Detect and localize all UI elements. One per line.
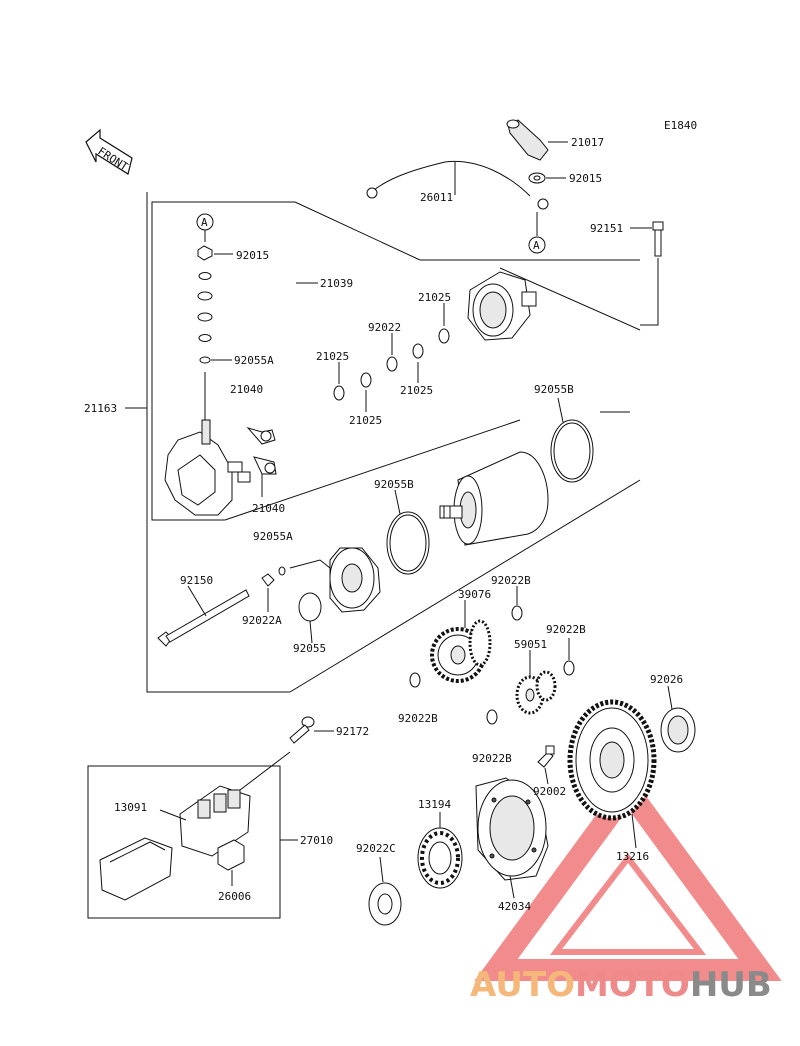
label-92002: 92002: [533, 785, 566, 798]
washers-21025: [333, 303, 450, 412]
label-92022b-d: 92022B: [472, 752, 512, 765]
one-way-clutch-42034: [475, 777, 549, 899]
label-21017: 21017: [571, 136, 604, 149]
oil-seal-92026: [660, 685, 696, 753]
washer-92022c: [368, 856, 402, 926]
terminal-cap-21017: [506, 119, 568, 161]
washer-stack-21039: [197, 245, 318, 364]
ref-marker-a-right: A: [528, 212, 546, 254]
label-21025-c: 21025: [400, 384, 433, 397]
label-92055a-b: 92055A: [253, 530, 293, 543]
starter-cable-26011: [366, 160, 549, 210]
starter-sprocket-13216: [567, 699, 657, 849]
washers-92022b: [409, 586, 575, 725]
label-92055b-a: 92055B: [534, 383, 574, 396]
clutch-bearing-13194: [417, 812, 463, 889]
label-92022c: 92022C: [356, 842, 396, 855]
label-92015-top: 92015: [569, 172, 602, 185]
label-26011: 26011: [420, 191, 453, 204]
o-ring-92055b-lower: [386, 489, 430, 575]
reduction-gear-59051: [515, 650, 557, 715]
nut-92015-top: [528, 172, 566, 184]
brush-springs-21040: [246, 427, 277, 497]
watermark-part-auto: AUTO: [470, 965, 575, 1005]
label-13091: 13091: [114, 801, 147, 814]
starter-yoke: [439, 451, 549, 546]
label-92055a-a: 92055A: [234, 354, 274, 367]
relay-box-27010: [87, 751, 298, 919]
starter-rear-cover: [467, 271, 537, 341]
o-ring-92055b-upper: [550, 397, 594, 483]
bolt-92172: [289, 716, 334, 744]
washer-92022a: [261, 573, 275, 612]
label-92151: 92151: [590, 222, 623, 235]
assembly-bracket-21163: [125, 192, 641, 693]
watermark-triangle: [474, 771, 782, 981]
label-26006: 26006: [218, 890, 251, 903]
label-27010: 27010: [300, 834, 333, 847]
label-92022b-b: 92022B: [546, 623, 586, 636]
label-92022: 92022: [368, 321, 401, 334]
label-92055b-b: 92055B: [374, 478, 414, 491]
watermark-part-hub: HUB: [690, 965, 772, 1005]
bolt-92002: [537, 745, 555, 785]
relay-13194-block: [159, 785, 251, 857]
watermark-text: AUTOMOTOHUB: [470, 965, 772, 1005]
label-92022a: 92022A: [242, 614, 282, 627]
label-92172: 92172: [336, 725, 369, 738]
starter-front-cover: [278, 547, 381, 613]
label-92015-left: 92015: [236, 249, 269, 262]
ref-marker-a-left: A: [196, 213, 214, 242]
label-21025-b: 21025: [316, 350, 349, 363]
fuse-26006: [217, 839, 245, 886]
label-92055: 92055: [293, 642, 326, 655]
front-direction-arrow: FRONT: [85, 128, 133, 175]
diagram-code: E1840: [664, 119, 697, 132]
relay-cover-13091: [99, 837, 173, 901]
label-21039: 21039: [320, 277, 353, 290]
label-92026: 92026: [650, 673, 683, 686]
label-13216: 13216: [616, 850, 649, 863]
label-92022b-c: 92022B: [398, 712, 438, 725]
watermark-part-moto: MOTO: [575, 965, 690, 1005]
ref-marker-a-right-label: A: [533, 239, 540, 252]
label-21040-b: 21040: [252, 502, 285, 515]
part-labels: 21017 92015 26011 92151 92015 21039 2102…: [84, 136, 683, 913]
label-21025-d: 21025: [349, 414, 382, 427]
label-21163: 21163: [84, 402, 117, 415]
through-bolt-92150: [157, 585, 250, 647]
label-21040-a: 21040: [230, 383, 263, 396]
label-92022b-a: 92022B: [491, 574, 531, 587]
label-59051: 59051: [514, 638, 547, 651]
label-13194: 13194: [418, 798, 451, 811]
o-ring-92055: [298, 592, 322, 644]
svg-text:AUTOMOTOHUB: AUTOMOTOHUB: [470, 965, 772, 1005]
label-39076: 39076: [458, 588, 491, 601]
label-21025-a: 21025: [418, 291, 451, 304]
ref-marker-a-left-label: A: [201, 216, 208, 229]
brush-assembly-box: [151, 201, 640, 521]
idle-gear-39076: [430, 600, 492, 683]
bolt-92151: [630, 221, 664, 326]
brush-plate: [164, 372, 251, 516]
label-42034: 42034: [498, 900, 531, 913]
label-92150: 92150: [180, 574, 213, 587]
